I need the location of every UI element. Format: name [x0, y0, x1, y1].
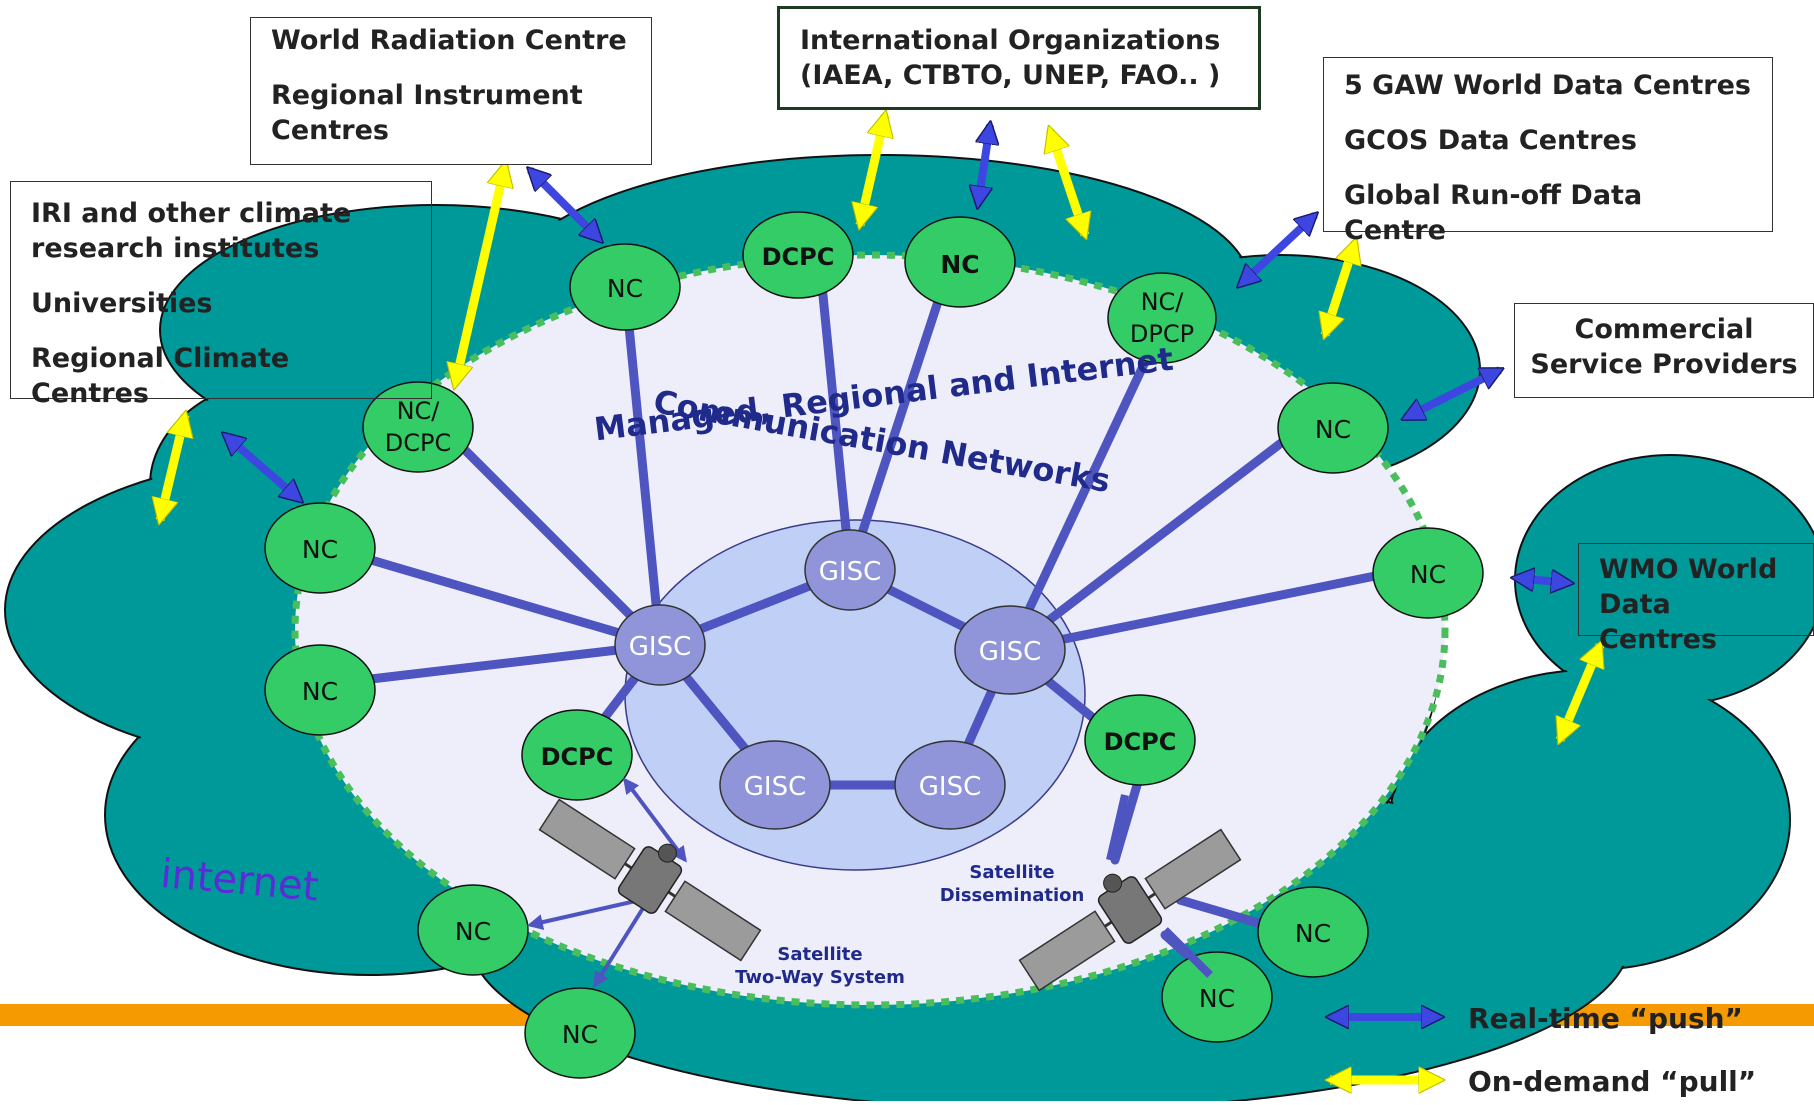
- box-wmo-world-data-centres: WMO World Data Centres: [1578, 543, 1814, 655]
- nc-bottom-right-2: NC: [1161, 951, 1273, 1043]
- svg-text:DCPC: DCPC: [385, 429, 451, 457]
- svg-text:Satellite: Satellite: [777, 944, 862, 965]
- svg-text:GISC: GISC: [919, 772, 981, 802]
- dcpc-top: DCPC: [742, 211, 854, 299]
- nc-left-2: NC: [264, 644, 376, 736]
- svg-text:Dissemination: Dissemination: [940, 885, 1085, 906]
- svg-text:NC: NC: [1315, 415, 1351, 444]
- svg-text:NC/: NC/: [1141, 288, 1185, 316]
- gisc-bottom-left: GISC: [719, 740, 831, 830]
- nc-dcpc-left: NC/ DCPC: [362, 381, 474, 473]
- svg-text:NC: NC: [1410, 560, 1446, 589]
- nc-left-1: NC: [264, 502, 376, 594]
- svg-text:NC: NC: [562, 1020, 598, 1049]
- nc-bottom-left-2: NC: [524, 987, 636, 1079]
- svg-text:NC/: NC/: [397, 397, 441, 425]
- svg-text:NC: NC: [940, 250, 979, 279]
- gisc-nodes: GISC GISC GISC GISC GISC: [614, 529, 1066, 830]
- satellite-two-way-icon: [538, 798, 762, 962]
- svg-text:NC: NC: [455, 917, 491, 946]
- svg-text:NC: NC: [607, 274, 643, 303]
- svg-text:DCPC: DCPC: [1104, 728, 1177, 756]
- nc-right-mid: NC: [1372, 527, 1484, 619]
- nc-top: NC: [904, 216, 1016, 308]
- box-commercial-providers: Commercial Service Providers: [1514, 303, 1814, 398]
- satellite-labels: Satellite Two-Way System Satellite Disse…: [735, 862, 1084, 988]
- satellite-links: [526, 777, 1213, 988]
- svg-text:NC: NC: [1295, 919, 1331, 948]
- push-arrows: [225, 125, 1570, 583]
- legend-pull-label: On-demand “pull”: [1468, 1065, 1756, 1098]
- dcpc-right: DCPC: [1084, 694, 1196, 786]
- satellite-dissemination-icon: [1018, 828, 1242, 992]
- dcpc-left: DCPC: [521, 709, 633, 801]
- box-iri-research: IRI and other climate research institute…: [10, 181, 432, 409]
- svg-text:NC: NC: [302, 677, 338, 706]
- svg-text:NC: NC: [1199, 984, 1235, 1013]
- svg-text:GISC: GISC: [819, 557, 881, 587]
- legend: Real-time “push” On-demand “pull”: [1330, 1002, 1756, 1098]
- nc-dpcp: NC/ DPCP: [1107, 272, 1217, 364]
- gisc-top: GISC: [804, 529, 896, 611]
- nc-nodes: NC DCPC NC NC/ DPCP NC/ DCPC NC NC: [264, 211, 1484, 1079]
- nc-bottom-left-1: NC: [417, 884, 529, 976]
- box-gaw-data-centres: 5 GAW World Data Centres GCOS Data Centr…: [1323, 57, 1773, 246]
- svg-text:Two-Way System: Two-Way System: [735, 967, 905, 988]
- svg-text:DPCP: DPCP: [1130, 320, 1194, 348]
- svg-text:DCPC: DCPC: [762, 243, 835, 271]
- nc-top-left: NC: [569, 243, 681, 331]
- gisc-right: GISC: [954, 605, 1066, 695]
- svg-text:GISC: GISC: [744, 772, 806, 802]
- svg-text:GISC: GISC: [979, 637, 1041, 667]
- nc-bottom-right-1: NC: [1257, 886, 1369, 978]
- gisc-bottom-right: GISC: [894, 740, 1006, 830]
- svg-text:GISC: GISC: [629, 632, 691, 662]
- box-international-organizations: International Organizations (IAEA, CTBTO…: [777, 6, 1261, 110]
- legend-push-label: Real-time “push”: [1468, 1002, 1743, 1035]
- svg-text:NC: NC: [302, 535, 338, 564]
- nc-right-upper: NC: [1277, 382, 1389, 474]
- svg-text:Satellite: Satellite: [969, 862, 1054, 883]
- svg-text:DCPC: DCPC: [541, 743, 614, 771]
- box-world-radiation-centre: World Radiation Centre Regional Instrume…: [250, 17, 652, 165]
- gisc-left: GISC: [614, 604, 706, 686]
- pull-arrows: [160, 115, 1600, 740]
